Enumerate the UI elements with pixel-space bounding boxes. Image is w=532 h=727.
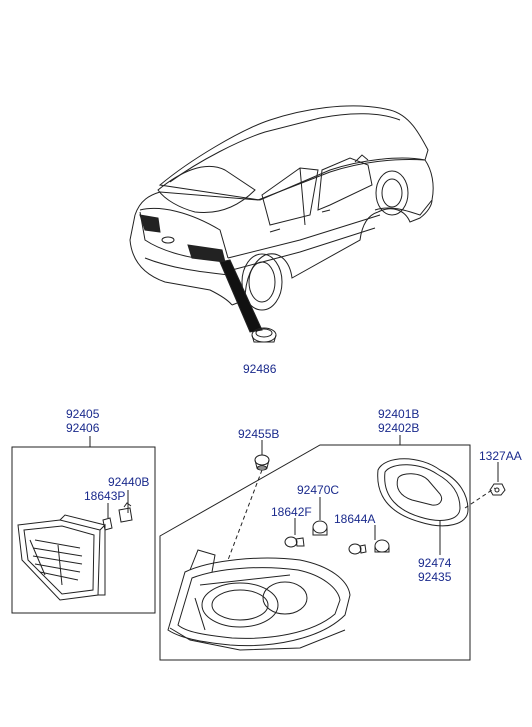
- socket-92440B-part: [118, 502, 133, 523]
- callout-18642F: 18642F: [271, 505, 312, 519]
- callout-92406: 92406: [66, 421, 100, 435]
- bulb-18644A-part: [348, 543, 367, 555]
- callout-18644A: 18644A: [334, 512, 376, 526]
- callout-92474: 92474: [418, 556, 452, 570]
- callout-92455B: 92455B: [238, 427, 280, 441]
- callout-1327AA: 1327AA: [479, 449, 522, 463]
- right-box: [159, 444, 471, 661]
- callout-92486: 92486: [243, 362, 277, 376]
- car-illustration: [129, 105, 434, 311]
- bulb-18643P-part: [102, 517, 113, 531]
- leader-92455B-dashed: [227, 469, 263, 561]
- bulb-18642F-part: [284, 536, 305, 548]
- socket-92470C-part: [312, 520, 328, 536]
- callout-92470C: 92470C: [297, 483, 340, 497]
- outer-lamp-part: [167, 549, 351, 651]
- leader-wedge: [219, 259, 263, 333]
- socket-92455B-part: [254, 454, 270, 471]
- callout-92401B: 92401B: [378, 407, 420, 421]
- callout-92405: 92405: [66, 407, 100, 421]
- callout-92440B: 92440B: [108, 475, 150, 489]
- left-box: [11, 446, 156, 614]
- nut-part: [489, 483, 506, 496]
- socket-18644A-part: [374, 539, 390, 553]
- callout-18643P: 18643P: [84, 489, 126, 503]
- grommet-part: [251, 327, 277, 343]
- leader-nut-dashed: [464, 487, 496, 509]
- callout-92435: 92435: [418, 570, 452, 584]
- gasket-part: [377, 458, 469, 527]
- inner-lamp-part: [17, 514, 106, 601]
- callout-92402B: 92402B: [378, 421, 420, 435]
